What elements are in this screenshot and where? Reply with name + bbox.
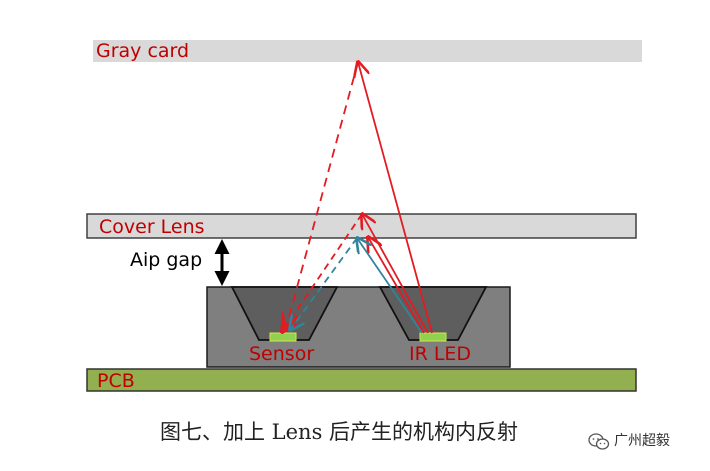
pcb-board [86,368,637,392]
wechat-icon [588,433,610,450]
figure-caption: 图七、加上 Lens 后产生的机构内反射 [160,420,519,444]
led-cavity [378,286,488,341]
sensor-label: Sensor [249,343,315,365]
cover-lens-label: Cover Lens [99,216,205,238]
air-gap-label: Aip gap [130,249,203,271]
gray-card-label: Gray card [96,40,190,62]
watermark-label: 广州超毅 [614,433,670,449]
pcb-label: PCB [97,370,135,392]
ray-led-to-card [358,62,433,334]
led-chip [419,332,447,342]
ray-led-to-lens-red-2 [368,237,425,334]
ir-led-label: IR LED [409,343,472,365]
sensor-chip [269,332,297,342]
ray-led-to-lens-teal [357,238,423,334]
gray-card [93,40,642,62]
ray-lens-to-sensor-teal [290,237,358,330]
ray-card-to-sensor [286,61,359,328]
